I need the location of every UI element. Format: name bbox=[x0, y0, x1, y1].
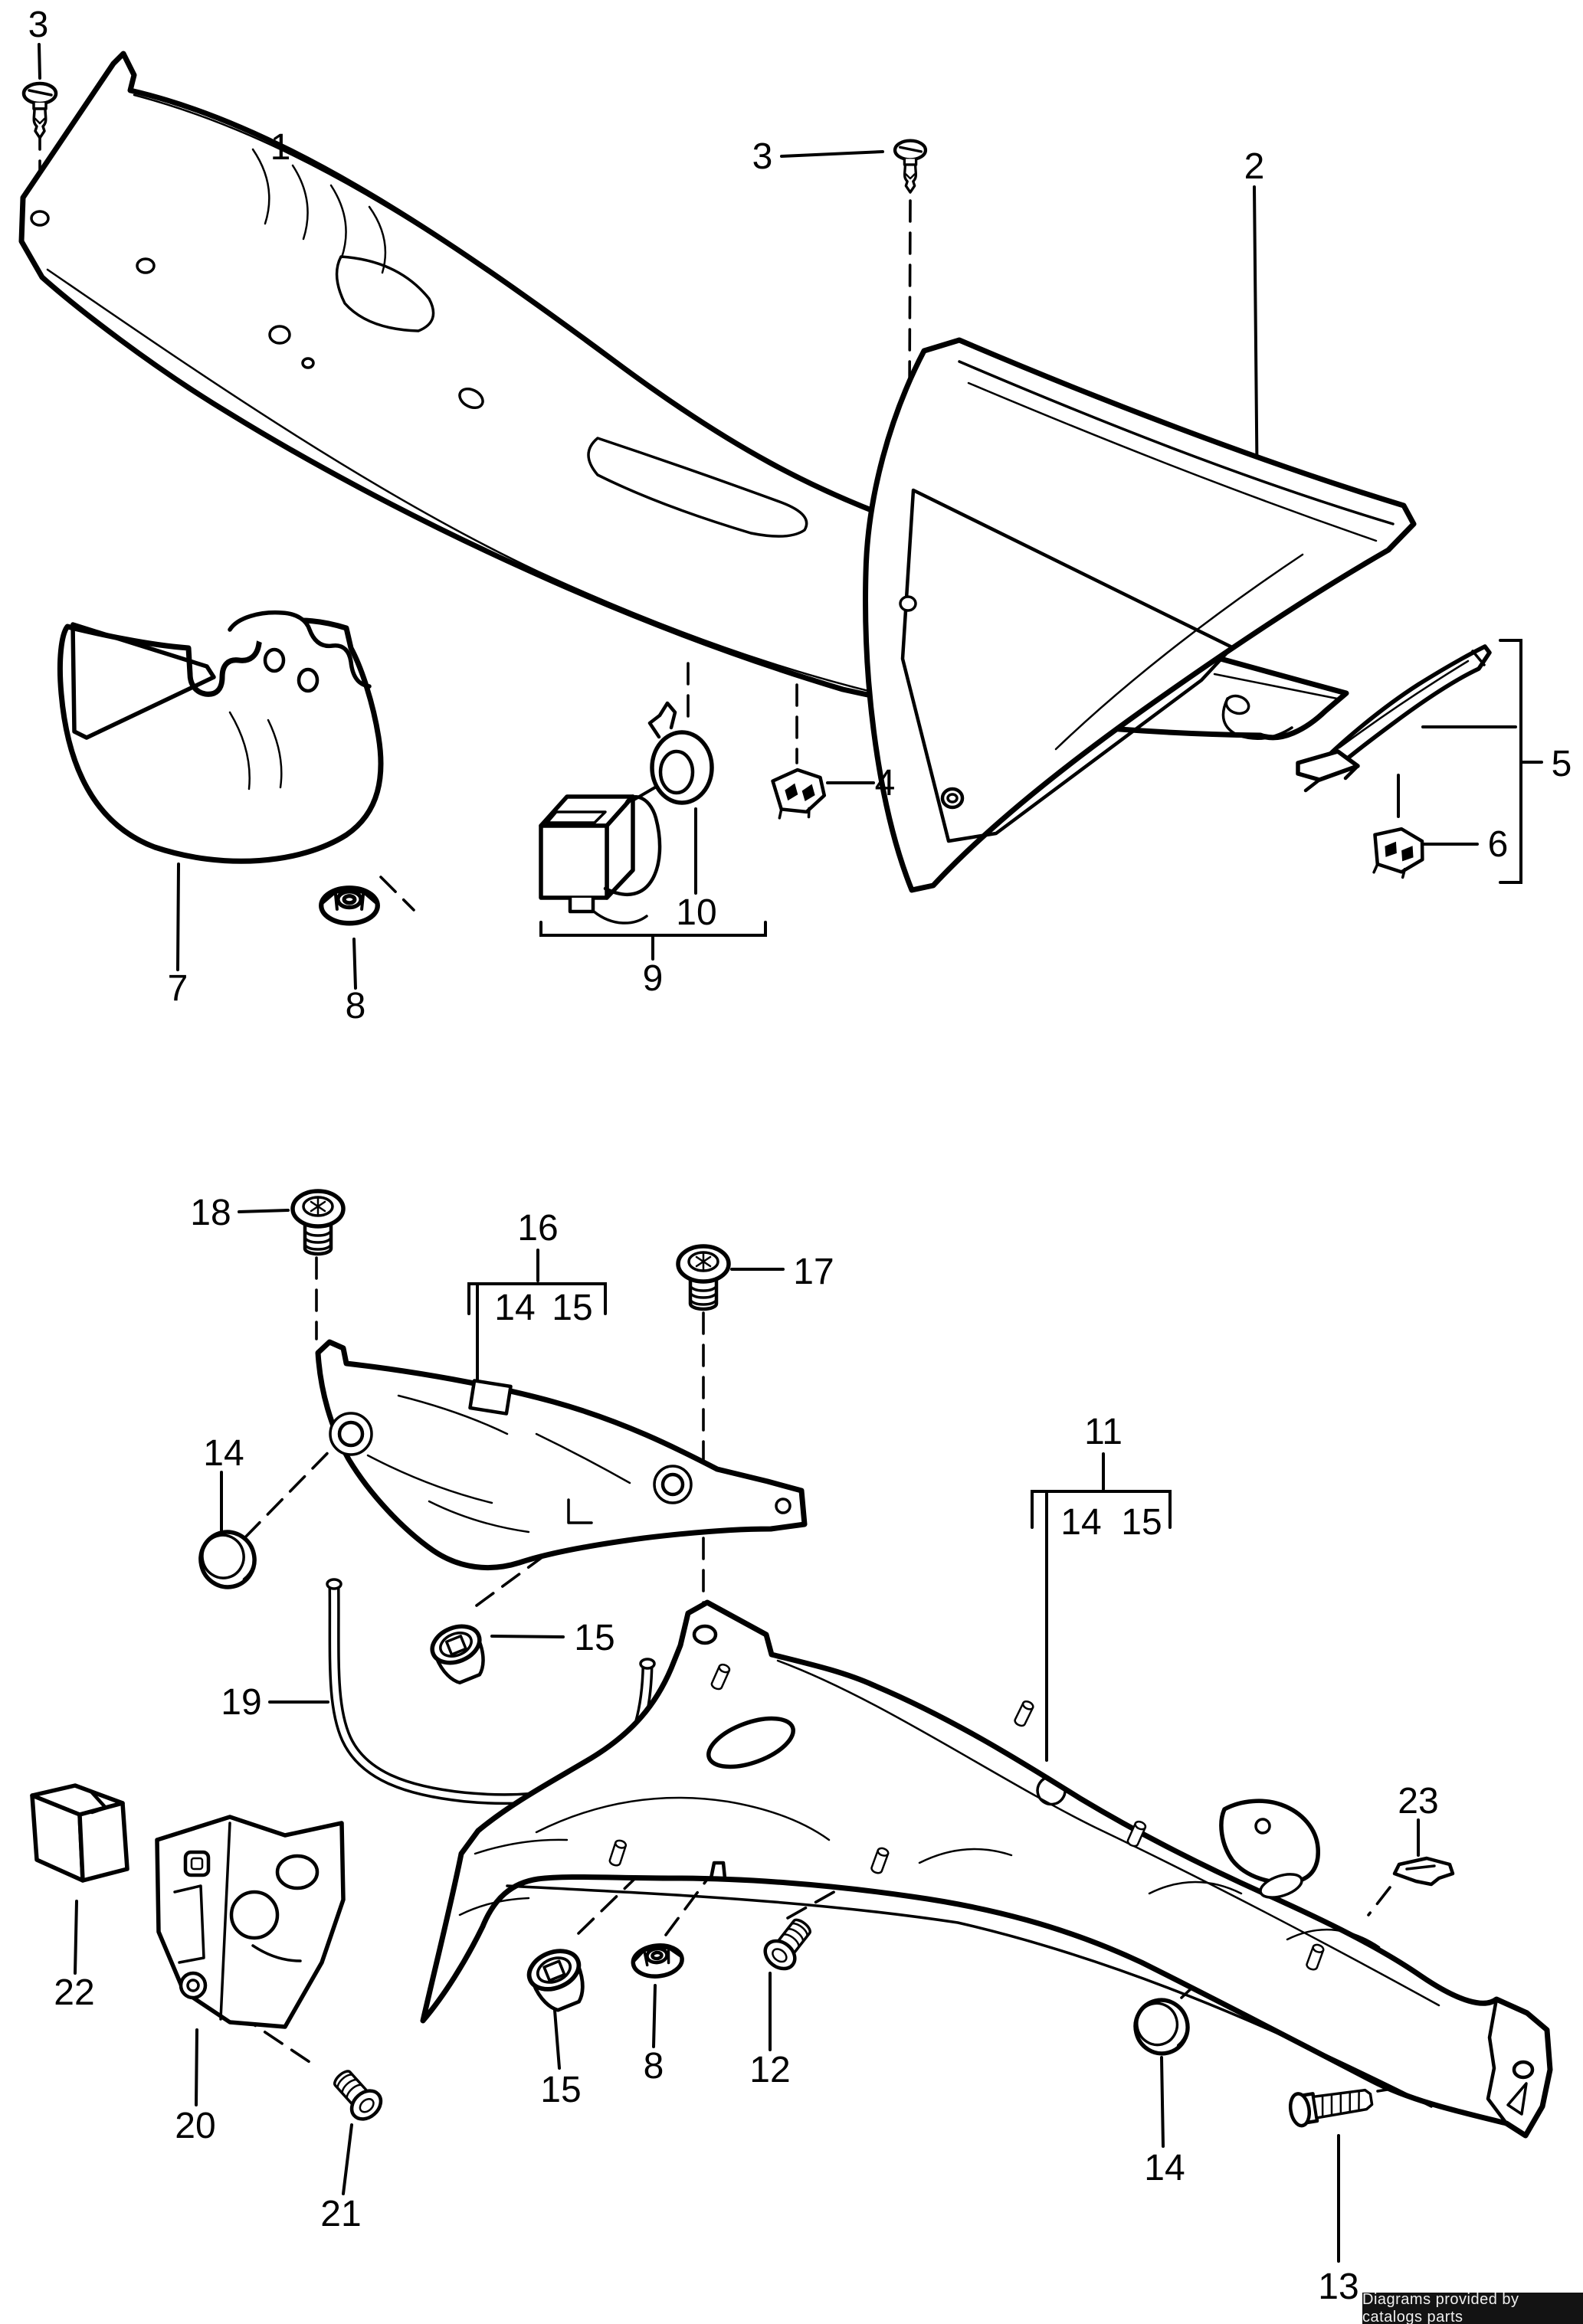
part-5-cowl-side-trim[interactable] bbox=[1296, 644, 1492, 793]
part-20-side-bracket[interactable] bbox=[155, 1815, 346, 2029]
part-2-water-deflector-panel[interactable] bbox=[863, 337, 1417, 893]
callout-label-14b[interactable]: 14 bbox=[1144, 2148, 1185, 2188]
part-9-sensor-assembly[interactable] bbox=[539, 794, 662, 925]
callout-label-17[interactable]: 17 bbox=[793, 1252, 834, 1292]
part-16-bracket-panel-upper[interactable] bbox=[315, 1339, 808, 1571]
callout-label-2[interactable]: 2 bbox=[1244, 146, 1265, 187]
part-11-cowl-panel-lower[interactable] bbox=[420, 1599, 1553, 2139]
callout-label-3a[interactable]: 3 bbox=[28, 5, 49, 45]
group-sublabel-g16-15[interactable]: 15 bbox=[552, 1288, 592, 1328]
callout-label-1[interactable]: 1 bbox=[270, 127, 291, 168]
callout-label-8b[interactable]: 8 bbox=[644, 2046, 664, 2087]
provider-badge-text: Diagrams provided by catalogs parts bbox=[1362, 2290, 1519, 2324]
callout-label-21[interactable]: 21 bbox=[320, 2194, 361, 2234]
callout-label-15a[interactable]: 15 bbox=[574, 1618, 615, 1658]
callout-label-23[interactable]: 23 bbox=[1398, 1781, 1438, 1822]
part-23-clip[interactable] bbox=[1392, 1856, 1455, 1887]
callout-label-10[interactable]: 10 bbox=[676, 892, 716, 933]
callout-label-15b[interactable]: 15 bbox=[540, 2070, 581, 2110]
callout-label-9[interactable]: 9 bbox=[643, 958, 664, 999]
callout-label-14a[interactable]: 14 bbox=[203, 1433, 244, 1474]
callout-label-7[interactable]: 7 bbox=[168, 968, 188, 1009]
callout-label-5[interactable]: 5 bbox=[1552, 744, 1572, 784]
group-brackets bbox=[467, 639, 1543, 1762]
callout-label-3b[interactable]: 3 bbox=[752, 136, 773, 177]
group-sublabel-g11-14[interactable]: 14 bbox=[1060, 1502, 1101, 1543]
part-13-screw[interactable] bbox=[1288, 2083, 1374, 2128]
group-sublabel-g16-14[interactable]: 14 bbox=[494, 1288, 535, 1328]
part-7-cover-grille[interactable] bbox=[57, 610, 384, 864]
callout-label-19[interactable]: 19 bbox=[221, 1682, 261, 1723]
provider-badge: Diagrams provided by catalogs parts bbox=[1362, 2290, 1583, 2324]
part-10-grommet-ring[interactable] bbox=[647, 701, 714, 805]
callout-label-12[interactable]: 12 bbox=[749, 2050, 790, 2090]
callout-label-16[interactable]: 16 bbox=[517, 1208, 558, 1249]
callout-label-20[interactable]: 20 bbox=[175, 2106, 215, 2146]
callout-label-13[interactable]: 13 bbox=[1318, 2267, 1358, 2307]
callout-label-6[interactable]: 6 bbox=[1488, 824, 1509, 865]
callout-label-11[interactable]: 11 bbox=[1084, 1412, 1123, 1452]
part-8-flange-nut-upper[interactable] bbox=[321, 888, 378, 923]
callout-label-4[interactable]: 4 bbox=[875, 763, 896, 804]
callout-label-22[interactable]: 22 bbox=[54, 1972, 94, 2013]
callout-label-18[interactable]: 18 bbox=[190, 1193, 231, 1233]
part-22-cover-cap[interactable] bbox=[30, 1783, 129, 1883]
group-sublabel-g11-15[interactable]: 15 bbox=[1121, 1502, 1162, 1543]
leader-lines bbox=[38, 43, 1479, 2263]
callout-label-8a[interactable]: 8 bbox=[346, 986, 366, 1026]
